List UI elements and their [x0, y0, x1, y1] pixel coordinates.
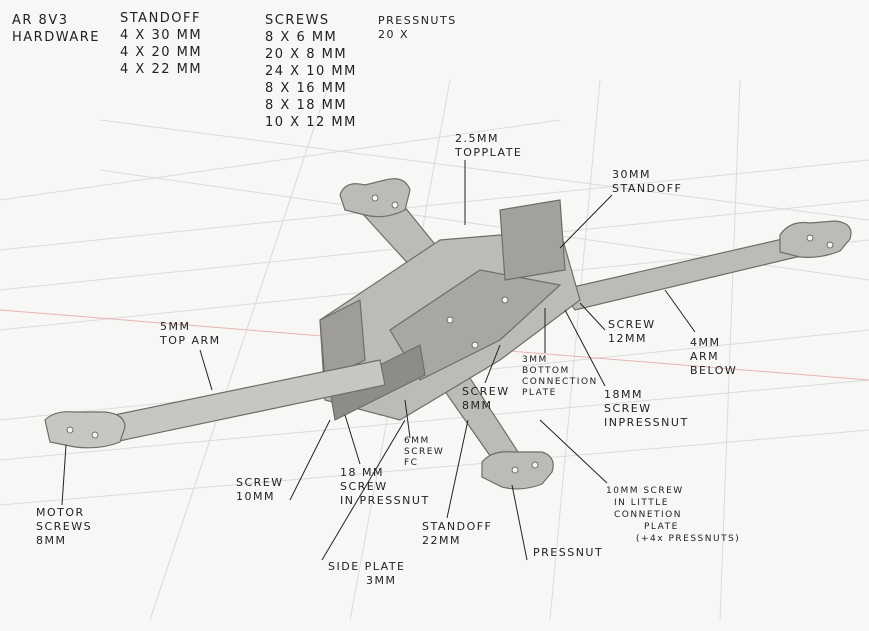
callout-text: BOTTOM — [522, 366, 570, 376]
callout-text: SCREW — [604, 402, 652, 415]
callout-text: CONNETION — [614, 510, 682, 520]
callout-text: PLATE — [644, 522, 679, 532]
callout-text: STANDOFF — [612, 182, 683, 195]
callout-text: BELOW — [690, 364, 738, 377]
callout-text: FC — [404, 458, 419, 468]
callout-text: 30MM — [612, 168, 651, 181]
standoff-item: 4 x 30 MM — [120, 28, 203, 43]
callout-text: 3MM — [522, 355, 548, 365]
callout-text: 3MM — [366, 574, 397, 587]
callout-text: 18 MM — [340, 466, 384, 479]
callout-text: 10MM SCREW — [606, 486, 684, 496]
leader-lines — [61, 160, 696, 561]
callout-text: SCREW — [462, 385, 510, 398]
callout-text: 6MM — [404, 436, 430, 446]
callout-text: ARM — [690, 350, 720, 363]
callout-text: SCREW — [608, 318, 656, 331]
callout-text: TOP ARM — [160, 334, 221, 347]
screws-item: 8 x 16 MM — [265, 81, 348, 96]
callout-text: SCREWS — [36, 520, 93, 533]
mount-holes — [66, 194, 834, 474]
callout-text: 8MM — [36, 534, 67, 547]
screws-item: 10 x 12 MM — [265, 115, 357, 130]
callout-text: IN PRESSNUT — [340, 494, 430, 507]
callout-text: 8MM — [462, 399, 493, 412]
title-line-2: HARDWARE — [12, 30, 100, 45]
callout-text: PLATE — [522, 388, 557, 398]
callout-text: STANDOFF — [422, 520, 493, 533]
title-line-1: AR 8V3 — [12, 13, 69, 28]
callout-text: 12MM — [608, 332, 647, 345]
callout-text: PRESSNUT — [533, 546, 604, 559]
callout-pressnut: PRESSNUT — [533, 546, 603, 560]
callout-text: IN LITTLE — [614, 498, 669, 508]
callout-text: 2.5MM — [455, 132, 499, 145]
standoff-list: STANDOFF 4 x 30 MM 4 x 20 MM 4 x 22 MM — [120, 10, 202, 78]
screws-item: 20 x 8 MM — [265, 47, 348, 62]
screws-item: 8 x 18 MM — [265, 98, 348, 113]
front-right-motor-mount — [779, 220, 852, 258]
standoff-item: 4 x 22 MM — [120, 62, 203, 77]
callout-text: 22MM — [422, 534, 461, 547]
callout-text: SCREW — [340, 480, 388, 493]
front-right-arm-below — [558, 234, 806, 311]
callout-text: SCREW — [404, 447, 445, 457]
callout-text: (+4x PRESSNUTS) — [636, 534, 741, 544]
standoff-item: 4 x 20 MM — [120, 45, 203, 60]
callout-text: TOPPLATE — [455, 146, 523, 159]
callout-text: 5MM — [160, 320, 191, 333]
callout-text: 4MM — [690, 336, 721, 349]
callout-text: MOTOR — [36, 506, 85, 519]
pressnuts-heading: PRESSNUTS — [378, 14, 457, 27]
front-left-motor-mount — [44, 411, 126, 449]
callout-text: 10MM — [236, 490, 275, 503]
screws-item: 8 x 6 MM — [265, 30, 338, 45]
pressnuts-item: 20 X — [378, 28, 410, 41]
callout-text: CONNECTION — [522, 377, 598, 387]
callout-text: SIDE PLATE — [328, 560, 406, 573]
screws-heading: SCREWS — [265, 13, 330, 28]
standoff-block-left — [319, 299, 366, 381]
callout-little-plate: 10MM SCREW IN LITTLE CONNETION PLATE (+4x PR… — [606, 485, 740, 545]
standoff-block-right — [499, 199, 566, 281]
standoff-heading: STANDOFF — [120, 11, 201, 26]
screws-list: SCREWS 8 x 6 MM 20 x 8 MM 24 x 10 MM 8 x 16 … — [265, 12, 357, 131]
callout-text: SCREW — [236, 476, 284, 489]
screws-item: 24 x 10 MM — [265, 64, 357, 79]
callout-text: INPRESSNUT — [604, 416, 689, 429]
callout-text: 18MM — [604, 388, 643, 401]
